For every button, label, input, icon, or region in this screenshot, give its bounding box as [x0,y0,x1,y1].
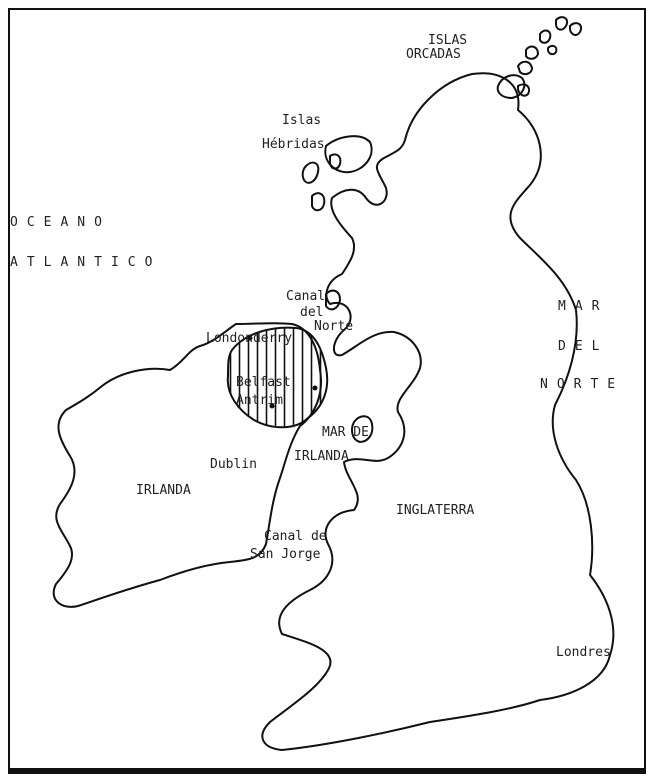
label-oceano: OCEANO [10,215,111,230]
great-britain-outline [261,72,615,751]
orkney-island-2 [517,60,533,76]
belfast-dot [312,385,318,391]
label-canal-del-norte-3: Norte [314,319,354,334]
londonderry-dot [247,335,253,341]
orkney-island-7 [547,44,558,56]
label-dublin: Dublin [210,457,257,472]
label-antrim: Antrim [236,393,283,408]
antrim-dot [269,403,275,409]
label-atlantico: ATLANTICO [10,255,162,270]
hebrides-island-2 [301,161,320,184]
label-canal-san-jorge-1: Canal de [264,529,327,544]
label-irlanda: IRLANDA [136,483,191,498]
label-londres: Londres [556,645,611,660]
label-islas-orcadas-2: ORCADAS [406,47,461,62]
isle-of-man-outline [351,415,374,443]
northern-ireland-hatched-area [226,326,329,429]
map-drawing [52,16,615,751]
ireland-outline [52,322,322,608]
label-mar-del-norte-2: DEL [558,339,609,354]
label-canal-del-norte-2: del [300,305,324,320]
orkney-island-8 [517,83,530,97]
label-mar-del-norte-3: NORTE [540,377,625,392]
orkney-island-5 [555,16,568,31]
label-inglaterra: INGLATERRA [396,503,475,518]
bottom-rule [10,768,644,772]
label-canal-san-jorge-2: San Jorge [250,547,321,562]
label-mar-de-irlanda-1: MAR DE [322,425,369,440]
orkney-island-3 [525,45,539,60]
map-frame: ISLAS ORCADAS Islas Hébridas OCEANO ATLA… [8,8,646,774]
hebrides-island-4 [329,153,342,170]
orkney-island-6 [569,22,582,36]
label-islas-hebridas-2: Hébridas [262,137,325,152]
orkney-island-4 [539,29,552,44]
label-mar-de-irlanda-2: IRLANDA [294,449,349,464]
label-canal-del-norte-1: Canal [286,289,326,304]
label-belfast: Belfast [236,375,291,390]
label-islas-hebridas-1: Islas [282,113,322,128]
kintyre-island [325,289,341,311]
label-mar-del-norte-1: MAR [558,299,609,314]
label-londonderry: Londonderry [206,331,293,346]
hebrides-island-3 [311,192,326,212]
label-islas-orcadas-1: ISLAS [428,33,468,48]
orkney-island-1 [496,74,526,99]
